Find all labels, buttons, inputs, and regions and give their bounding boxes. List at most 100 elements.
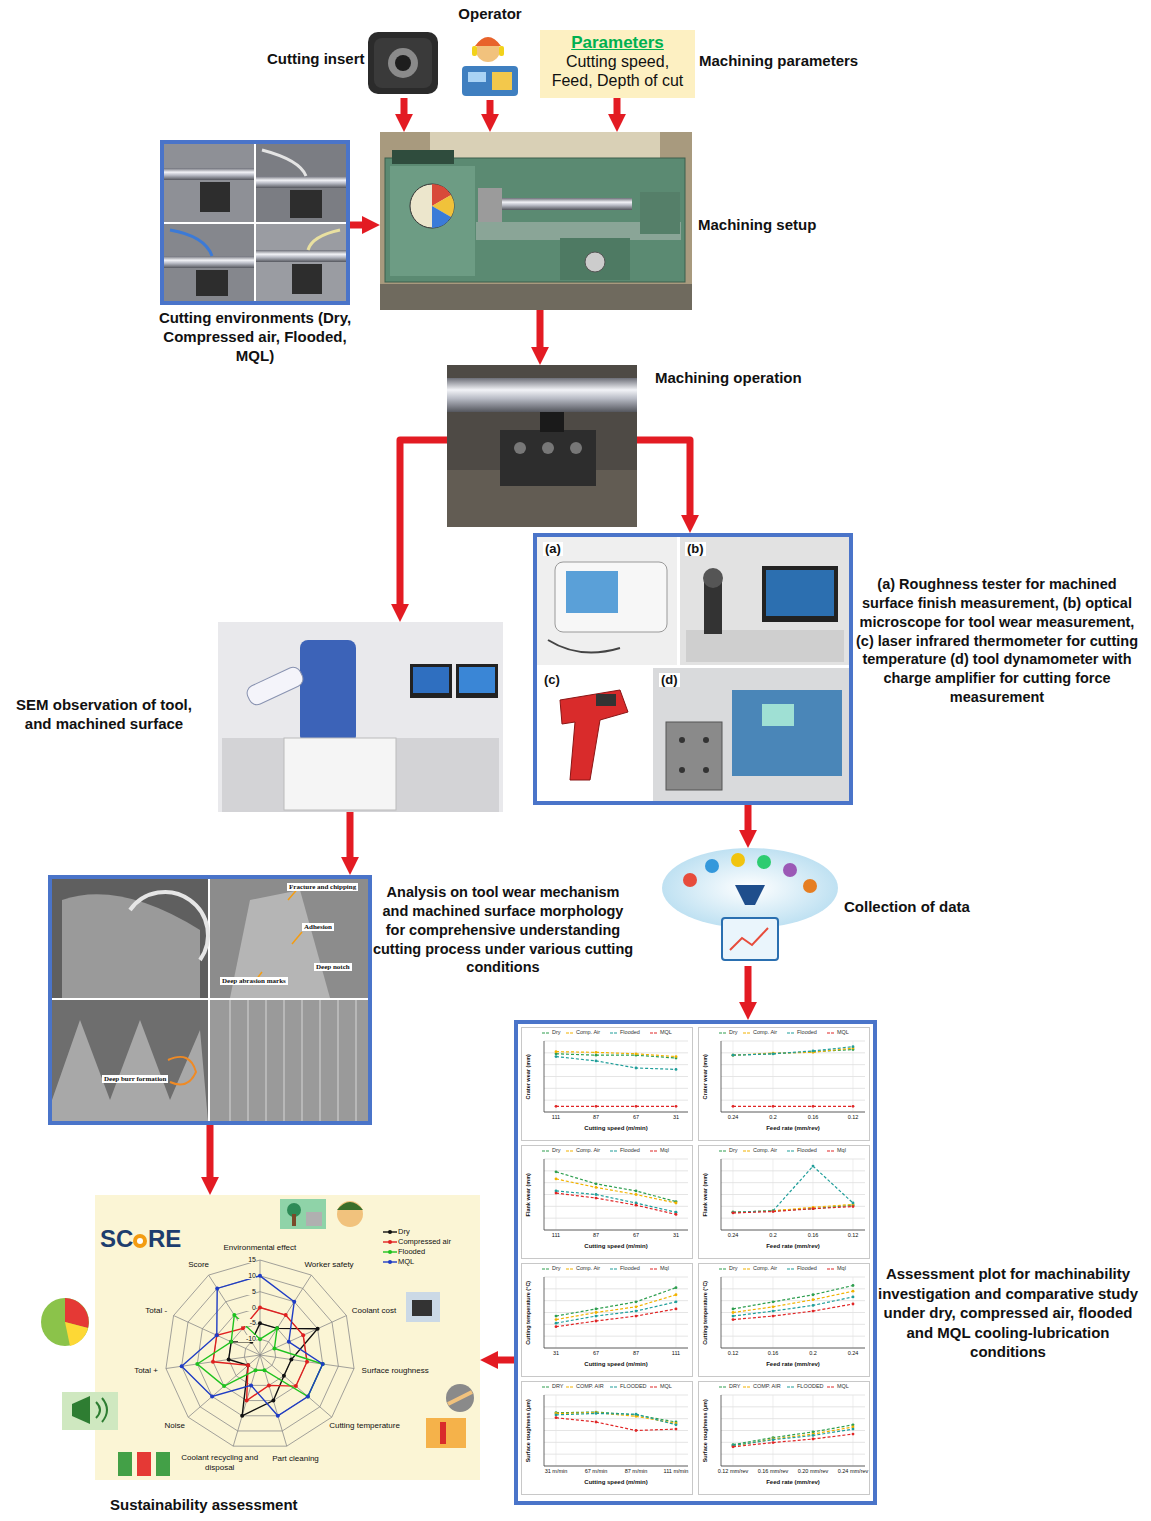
tick-label: 31 m/min	[538, 1469, 574, 1475]
tick-label: 0.16	[795, 1115, 831, 1121]
input-item: Operator	[445, 5, 535, 100]
chart-plot	[522, 1028, 692, 1140]
tick-label: 10	[238, 1272, 256, 1279]
photo-panel: Collection of data	[662, 848, 840, 966]
axis-label: Worker safety	[304, 1260, 353, 1269]
legend-text: FLOODED	[620, 1384, 647, 1390]
axis-title: Cutting speed (m/min)	[544, 1479, 688, 1485]
legend-text: Flooded	[797, 1030, 817, 1036]
legend-text: MQL	[837, 1384, 849, 1390]
logo-text: RE	[148, 1226, 181, 1252]
legend-text: Dry	[729, 1030, 738, 1036]
legend-row: Flooded	[382, 1242, 451, 1252]
logo-text: SC	[100, 1226, 133, 1252]
heading: Parameters	[544, 33, 691, 53]
data-cloud	[662, 848, 838, 960]
legend-row: MQL	[382, 1252, 451, 1262]
legend-sample	[382, 1247, 398, 1257]
legend-text: Flooded	[797, 1148, 817, 1154]
input-item: Cutting insert	[265, 28, 445, 98]
axis-title: Surface roughness (µm)	[526, 1390, 532, 1470]
legend-text: COMP. AIR	[576, 1384, 604, 1390]
tick-label: 0.12 mm/rev	[715, 1469, 751, 1475]
tick-label: 0.2	[755, 1233, 791, 1239]
tick-label: 0.2	[755, 1115, 791, 1121]
axis-title: Flank wear (mm)	[703, 1154, 709, 1234]
legend-text: Mql	[660, 1266, 669, 1272]
legend-text: Compressed air	[398, 1237, 451, 1246]
operation-photo	[447, 365, 637, 527]
flow-arrow	[207, 1125, 214, 1187]
caption: (a) Roughness tester for machined surfac…	[853, 575, 1141, 707]
legend-text: Flooded	[398, 1247, 425, 1256]
legend-text: Dry	[552, 1148, 561, 1154]
panel-letter: (c)	[542, 673, 562, 687]
legend-text: Comp. Air	[753, 1266, 777, 1272]
legend-text: Mql	[837, 1148, 846, 1154]
flow-arrow	[347, 812, 354, 867]
chart-plot	[522, 1146, 692, 1258]
tick-label: 111	[658, 1351, 694, 1357]
caption: Machining parameters	[699, 52, 858, 70]
legend-text: MQL	[660, 1030, 672, 1036]
tick-label: 5	[238, 1288, 256, 1295]
legend-text: MQL	[660, 1384, 672, 1390]
photo-panel: Machining setup	[380, 132, 692, 310]
axis-label: Noise	[165, 1421, 185, 1430]
tick-label: 87	[618, 1351, 654, 1357]
legend: DryCompressed airFloodedMQL	[382, 1222, 451, 1262]
flow-arrow	[614, 98, 621, 124]
tick-label: 0.24	[715, 1233, 751, 1239]
flow-arrow	[487, 100, 494, 124]
legend-text: Flooded	[620, 1148, 640, 1154]
photo-panel: SEM observation of tool, and machined su…	[218, 622, 503, 812]
tick-label: 0.24	[715, 1115, 751, 1121]
sem-images	[52, 879, 368, 1121]
legend-text: Mql	[837, 1266, 846, 1272]
line-chart: DryComp. AirFloodedMqlCutting temperatur…	[521, 1263, 693, 1377]
operator-icon	[462, 37, 518, 96]
legend-text: Dry	[729, 1148, 738, 1154]
legend-text: Dry	[552, 1266, 561, 1272]
tick-label: 111	[538, 1233, 574, 1239]
tick-label: -10	[238, 1335, 256, 1342]
chart-panel: Assessment plot for machinability invest…	[514, 1020, 877, 1505]
tick-label: 0.16 mm/rev	[755, 1469, 791, 1475]
sem-photo	[218, 622, 503, 812]
legend-row: Compressed air	[382, 1232, 451, 1242]
tick-label: -5	[238, 1319, 256, 1326]
axis-label: Part cleaning	[272, 1454, 319, 1463]
flow-arrow	[488, 1357, 514, 1364]
chart-plot	[699, 1146, 869, 1258]
tick-label: 15	[238, 1256, 256, 1263]
axis-title: Crater wear (mm)	[526, 1036, 532, 1116]
panel-letter: (a)	[543, 542, 563, 556]
axis-label: Coolant recycling and disposal	[180, 1453, 260, 1471]
axis-title: Feed rate (mm/rev)	[721, 1125, 865, 1131]
photo-panel: Machining operation	[447, 365, 637, 527]
legend-text: Dry	[398, 1227, 410, 1236]
chart-plot	[699, 1382, 869, 1494]
tick-label: 87	[578, 1115, 614, 1121]
annotation: Adhesion	[302, 923, 334, 931]
legend-text: DRY	[729, 1384, 741, 1390]
legend-sample	[382, 1257, 398, 1267]
line-chart: DryComp. AirFloodedMqlFlank wear (mm)Cut…	[521, 1145, 693, 1259]
axis-title: Surface roughness (µm)	[703, 1390, 709, 1470]
tick-label: 0.20 mm/rev	[795, 1469, 831, 1475]
sustainability-icons	[41, 1199, 474, 1476]
legend-sample	[382, 1237, 398, 1247]
axis-title: Feed rate (mm/rev)	[721, 1361, 865, 1367]
chart-plot	[522, 1382, 692, 1494]
tick-label: 67	[578, 1351, 614, 1357]
caption: Analysis on tool wear mechanism and mach…	[372, 883, 634, 977]
body-text: Cutting speed, Feed, Depth of cut	[544, 53, 691, 90]
legend-text: Comp. Air	[576, 1030, 600, 1036]
legend-sample	[382, 1227, 398, 1237]
flow-arrow	[350, 222, 372, 229]
legend-text: Dry	[729, 1266, 738, 1272]
tick-label: 0.12	[835, 1115, 871, 1121]
annotation: Deep notch	[314, 963, 352, 971]
caption: Operator	[445, 5, 535, 23]
legend-text: MQL	[398, 1257, 414, 1266]
